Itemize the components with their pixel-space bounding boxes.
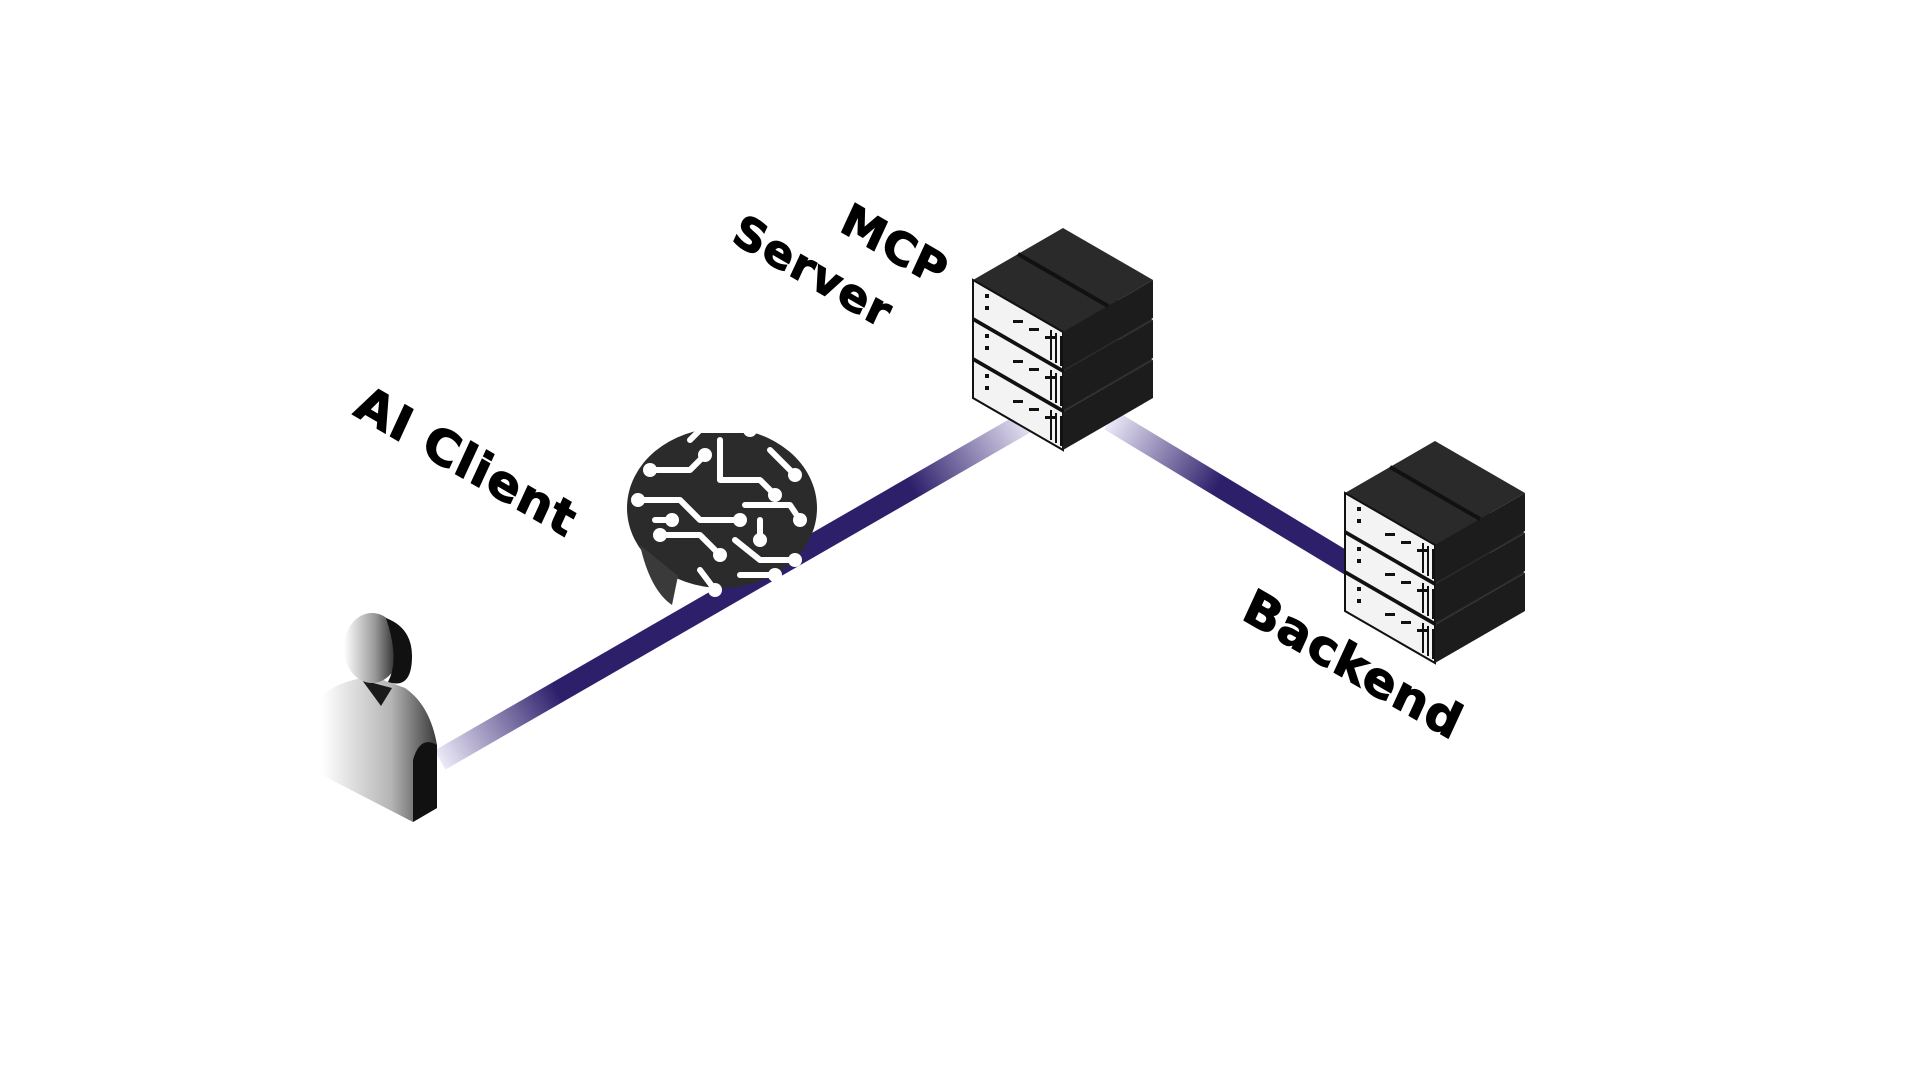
- user-icon: [322, 613, 437, 822]
- server-unit: [972, 228, 1153, 372]
- label-ai-client: AI Client: [347, 374, 585, 549]
- server-unit: [1344, 441, 1525, 585]
- connector-mcp-to-backend: [1104, 410, 1356, 575]
- server-stack-icon: [972, 228, 1153, 452]
- connector-ai-to-mcp: [434, 410, 1036, 770]
- server-stack-icon: [1344, 441, 1525, 665]
- brain-circuit-icon: [627, 423, 817, 605]
